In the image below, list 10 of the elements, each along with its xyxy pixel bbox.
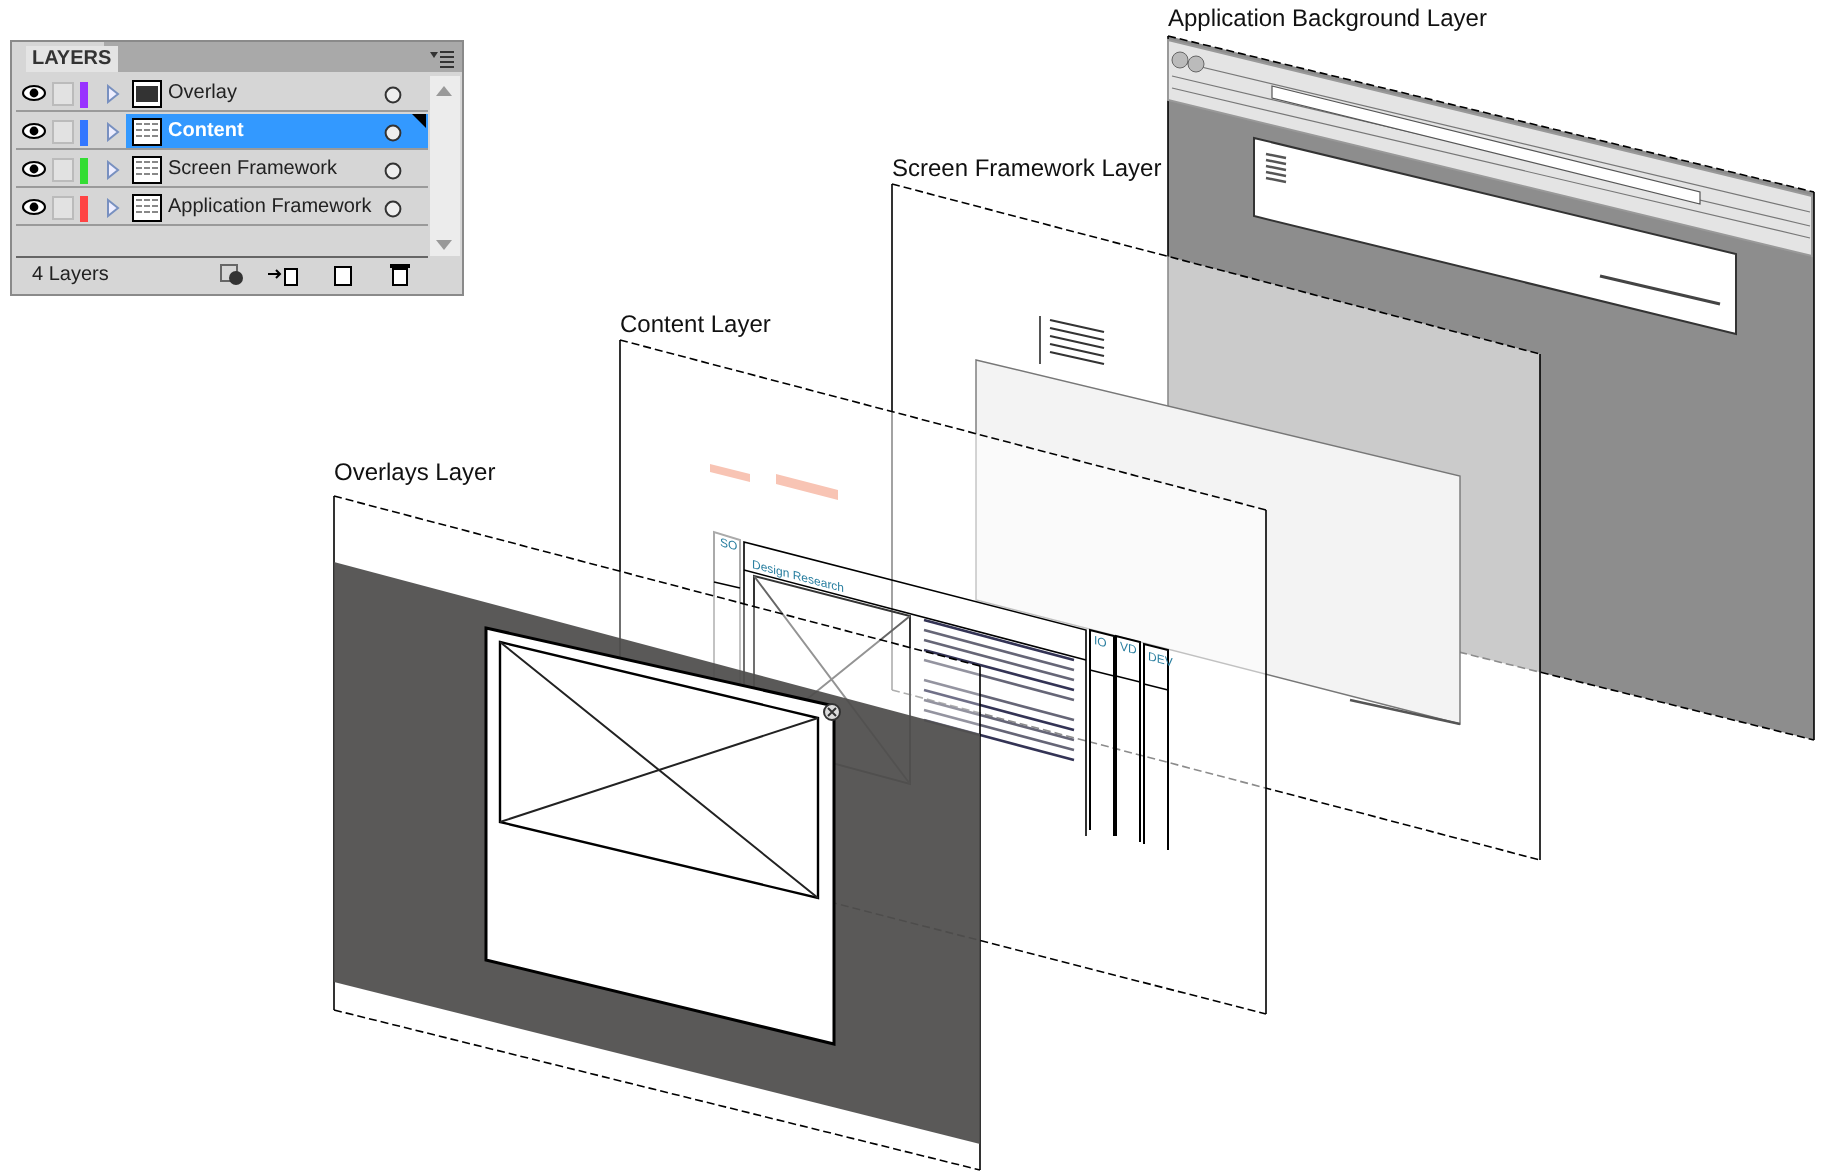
layer-name: Overlay <box>168 82 237 104</box>
layer-title: Content Layer <box>620 310 771 338</box>
layer-title: Application Background Layer <box>1168 4 1487 32</box>
layer-title: Screen Framework Layer <box>892 154 1162 182</box>
layer-name: Application Framework <box>168 196 372 218</box>
layer-name: Screen Framework <box>168 158 337 180</box>
panel-tab-title: LAYERS <box>26 46 118 72</box>
layer-name: Content <box>168 120 244 142</box>
layer-count: 4 Layers <box>32 264 109 286</box>
layer-title: Overlays Layer <box>334 458 496 486</box>
